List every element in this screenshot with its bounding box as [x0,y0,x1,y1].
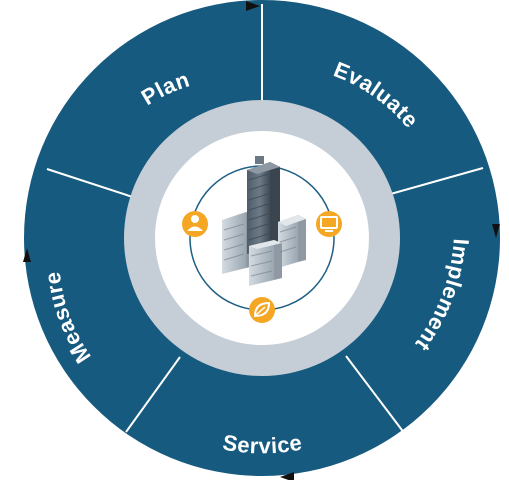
leaf-icon [249,297,275,323]
segment-label-service: Service [221,430,304,459]
divider-service-measure [125,356,181,433]
cycle-arrows [23,1,500,480]
divider-implement-service [345,355,415,447]
person-icon [182,211,208,237]
monitor-icon [316,211,342,237]
arrow-bottom [280,472,294,480]
arrow-top [246,1,260,11]
divider-evaluate-implement [379,167,484,198]
arrow-left [23,248,31,262]
city-buildings-icon [222,156,306,286]
arrow-right [492,224,500,238]
